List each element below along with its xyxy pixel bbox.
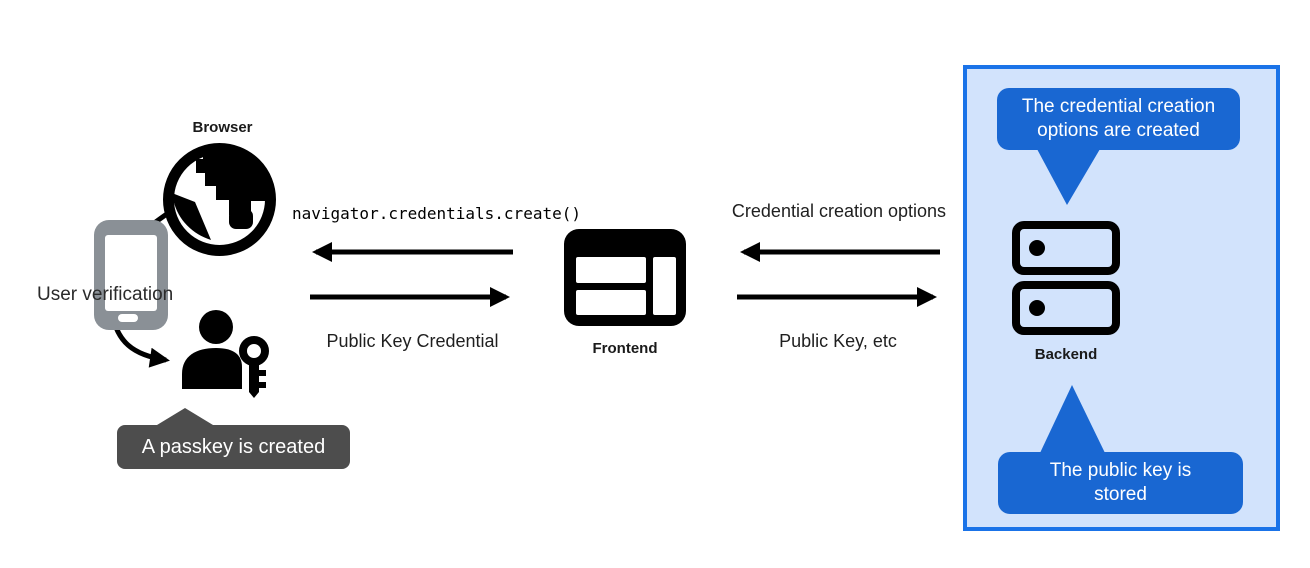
backend-bubble-top-tail <box>1037 149 1100 205</box>
user-verification-label: User verification <box>37 284 174 305</box>
backend-panel: The credential creation options are crea… <box>963 65 1280 531</box>
backend-bubble-bottom-text: The public key is stored <box>1049 460 1192 505</box>
person-with-key-icon <box>182 310 269 398</box>
passkey-tooltip-tail <box>157 408 213 425</box>
browser-window-icon <box>564 229 686 326</box>
backend-bubble-top-text: The credential creation options are crea… <box>1021 96 1216 141</box>
server-icon <box>1012 221 1120 335</box>
globe-icon <box>163 143 276 256</box>
passkey-tooltip: A passkey is created <box>117 425 350 469</box>
backend-bubble-top: The credential creation options are crea… <box>997 88 1240 150</box>
backend-node-label: Backend <box>1034 346 1098 363</box>
passkey-tooltip-text: A passkey is created <box>141 435 326 458</box>
backend-bubble-bottom: The public key is stored <box>998 452 1243 514</box>
public-key-etc-label: Public Key, etc <box>779 331 897 351</box>
frontend-node-label: Frontend <box>592 340 658 357</box>
public-key-credential-label: Public Key Credential <box>326 331 499 351</box>
credentials-create-label: navigator.credentials.create() <box>292 204 581 223</box>
smartphone-icon <box>94 220 168 330</box>
browser-node-label: Browser <box>192 119 253 136</box>
credential-creation-options-label: Credential creation options <box>731 201 947 221</box>
backend-bubble-bottom-tail <box>1040 385 1105 453</box>
